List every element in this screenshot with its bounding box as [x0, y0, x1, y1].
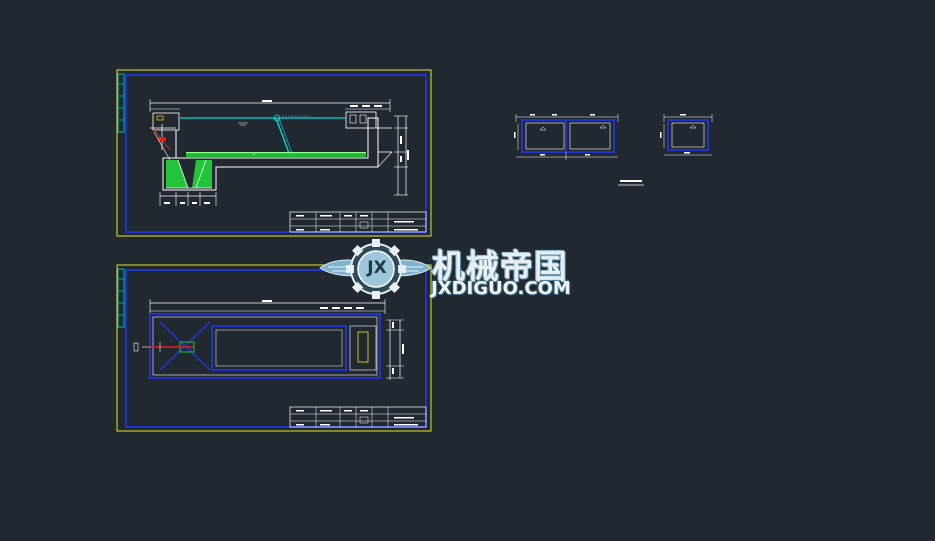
badge-text: JX: [367, 258, 387, 278]
left-wall: [152, 112, 180, 131]
detail-section-b: [660, 114, 713, 156]
sheet-section-view: ~ —: [116, 69, 432, 237]
binding-strip: [117, 73, 125, 133]
sheet-border: [125, 269, 427, 428]
watermark-logo: JX 机械帝国 JXDIGUO.COM: [318, 236, 618, 304]
inclined-pipe: [275, 117, 291, 157]
sheet-frame: [116, 264, 432, 432]
detail-section-a: [514, 114, 619, 160]
tank-plan-inner: [211, 325, 347, 371]
title-block: [289, 406, 427, 428]
right-wall: [345, 111, 377, 129]
watermark-url: JXDIGUO.COM: [431, 278, 571, 299]
outlet-chamber: [349, 325, 377, 371]
gear-icon: [346, 239, 406, 299]
sheet-frame: [116, 69, 432, 237]
sludge-layer: [186, 152, 366, 157]
title-block: [289, 211, 427, 233]
tank-plan-outer: [149, 313, 381, 379]
binding-strip: [117, 268, 125, 328]
watermark-title-cn: 机械帝国: [432, 247, 568, 286]
sludge-hopper: [166, 160, 188, 188]
sheet-plan-view: [116, 264, 432, 432]
svg-text:—: —: [252, 152, 256, 157]
detail-caption: [618, 180, 644, 186]
sheet-border: [125, 74, 427, 233]
